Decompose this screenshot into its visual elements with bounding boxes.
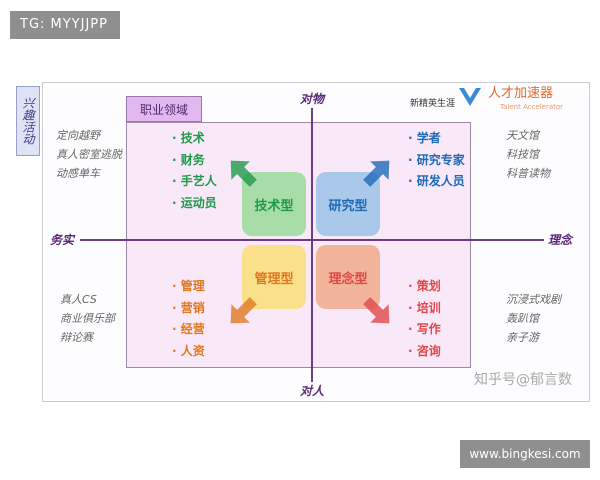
bullet: · [408,322,417,336]
list-item-label: 咨询 [416,343,441,358]
quadrant-list: · 技术· 财务· 手艺人· 运动员 [172,128,217,214]
list-item-label: 管理 [180,279,205,293]
side-tab: 兴趣活动 [16,86,40,156]
list-item: · 人资 [172,341,205,363]
axis-bottom-label: 对人 [300,384,325,398]
logo-xinjingying: 新精英生涯 [410,99,456,109]
logo-talent-sub: Talent Accelerator [500,103,564,111]
list-item: · 研究专家 [408,150,465,172]
arrow-icon [230,160,257,187]
list-item-label: 研发人员 [416,174,465,188]
bullet: · [172,131,181,145]
list-item: · 手艺人 [172,171,217,193]
bullet: · [408,343,417,358]
list-item: · 经营 [172,319,205,341]
activity-item: 商业俱乐部 [60,312,115,325]
list-item-label: 技术 [180,131,205,145]
activity-item: 科普读物 [506,167,550,180]
list-item-label: 研究专家 [416,152,465,167]
quadrant-list: · 学者· 研究专家· 研发人员 [408,128,465,193]
list-item: · 技术 [172,128,217,150]
bullet: · [172,343,181,358]
list-item: · 学者 [408,128,465,150]
bullet: · [408,279,417,293]
list-item: · 写作 [408,319,441,341]
list-item: · 营销 [172,298,205,320]
list-item-label: 经营 [180,322,205,336]
list-item: · 咨询 [408,341,441,363]
arrow-icon [363,160,390,187]
quadrant-box: 管理型 [242,245,306,309]
list-item: · 培训 [408,298,441,320]
activities-top-right: 天文馆科技馆科普读物 [506,126,550,183]
axis-right-label: 理念 [548,233,573,247]
bullet: · [408,152,417,167]
list-item: · 研发人员 [408,171,465,193]
tg-label: TG: MYYJJPP [10,11,120,39]
vertical-axis [311,108,313,382]
quadrant-list: · 管理· 营销· 经营· 人资 [172,276,205,362]
activity-item: 动感单车 [56,167,100,180]
quadrant-list: · 策划· 培训· 写作· 咨询 [408,276,441,362]
list-item: · 运动员 [172,193,217,215]
horizontal-axis [80,239,544,241]
list-item-label: 写作 [416,322,441,336]
activity-item: 沉浸式戏剧 [506,293,561,306]
activity-item: 科技馆 [506,148,539,161]
bullet: · [408,300,417,315]
bullet: · [408,174,417,188]
list-item-label: 营销 [180,300,205,315]
list-item-label: 学者 [416,131,441,145]
arrow-icon [363,297,390,324]
bullet: · [172,152,181,167]
logo-talent: 人才加速器 [488,86,554,101]
list-item: · 策划 [408,276,441,298]
bullet: · [172,174,181,188]
bullet: · [172,195,181,210]
activities-bottom-left: 真人CS 商业俱乐部辩论赛 [60,290,115,347]
activity-item: 辩论赛 [60,331,93,344]
activity-item: 轰趴馆 [506,312,539,325]
activity-item: 真人CS [60,293,97,306]
bullet: · [172,300,181,315]
list-item-label: 人资 [180,343,205,358]
list-item-label: 策划 [416,279,441,293]
activities-bottom-right: 沉浸式戏剧轰趴馆亲子游 [506,290,561,347]
activity-item: 天文馆 [506,129,539,142]
list-item-label: 财务 [180,152,205,167]
list-item-label: 手艺人 [180,174,217,188]
site-label: www.bingkesi.com [460,440,590,468]
activity-item: 真人密室逃脱 [56,148,122,161]
list-item-label: 运动员 [180,195,217,210]
arrow-icon [230,297,257,324]
logo-v-icon [459,88,481,106]
list-item: · 管理 [172,276,205,298]
header-tab: 职业领域 [126,96,202,122]
activities-top-left: 定向越野真人密室逃脱动感单车 [56,126,122,183]
list-item-label: 培训 [416,300,441,315]
bullet: · [172,279,181,293]
activity-item: 亲子游 [506,331,539,344]
list-item: · 财务 [172,150,217,172]
bullet: · [172,322,181,336]
bullet: · [408,131,417,145]
axis-left-label: 务实 [50,233,75,247]
axis-top-label: 对物 [300,92,325,106]
watermark: 知乎号@郁言数 [474,372,572,388]
activity-item: 定向越野 [56,129,100,142]
